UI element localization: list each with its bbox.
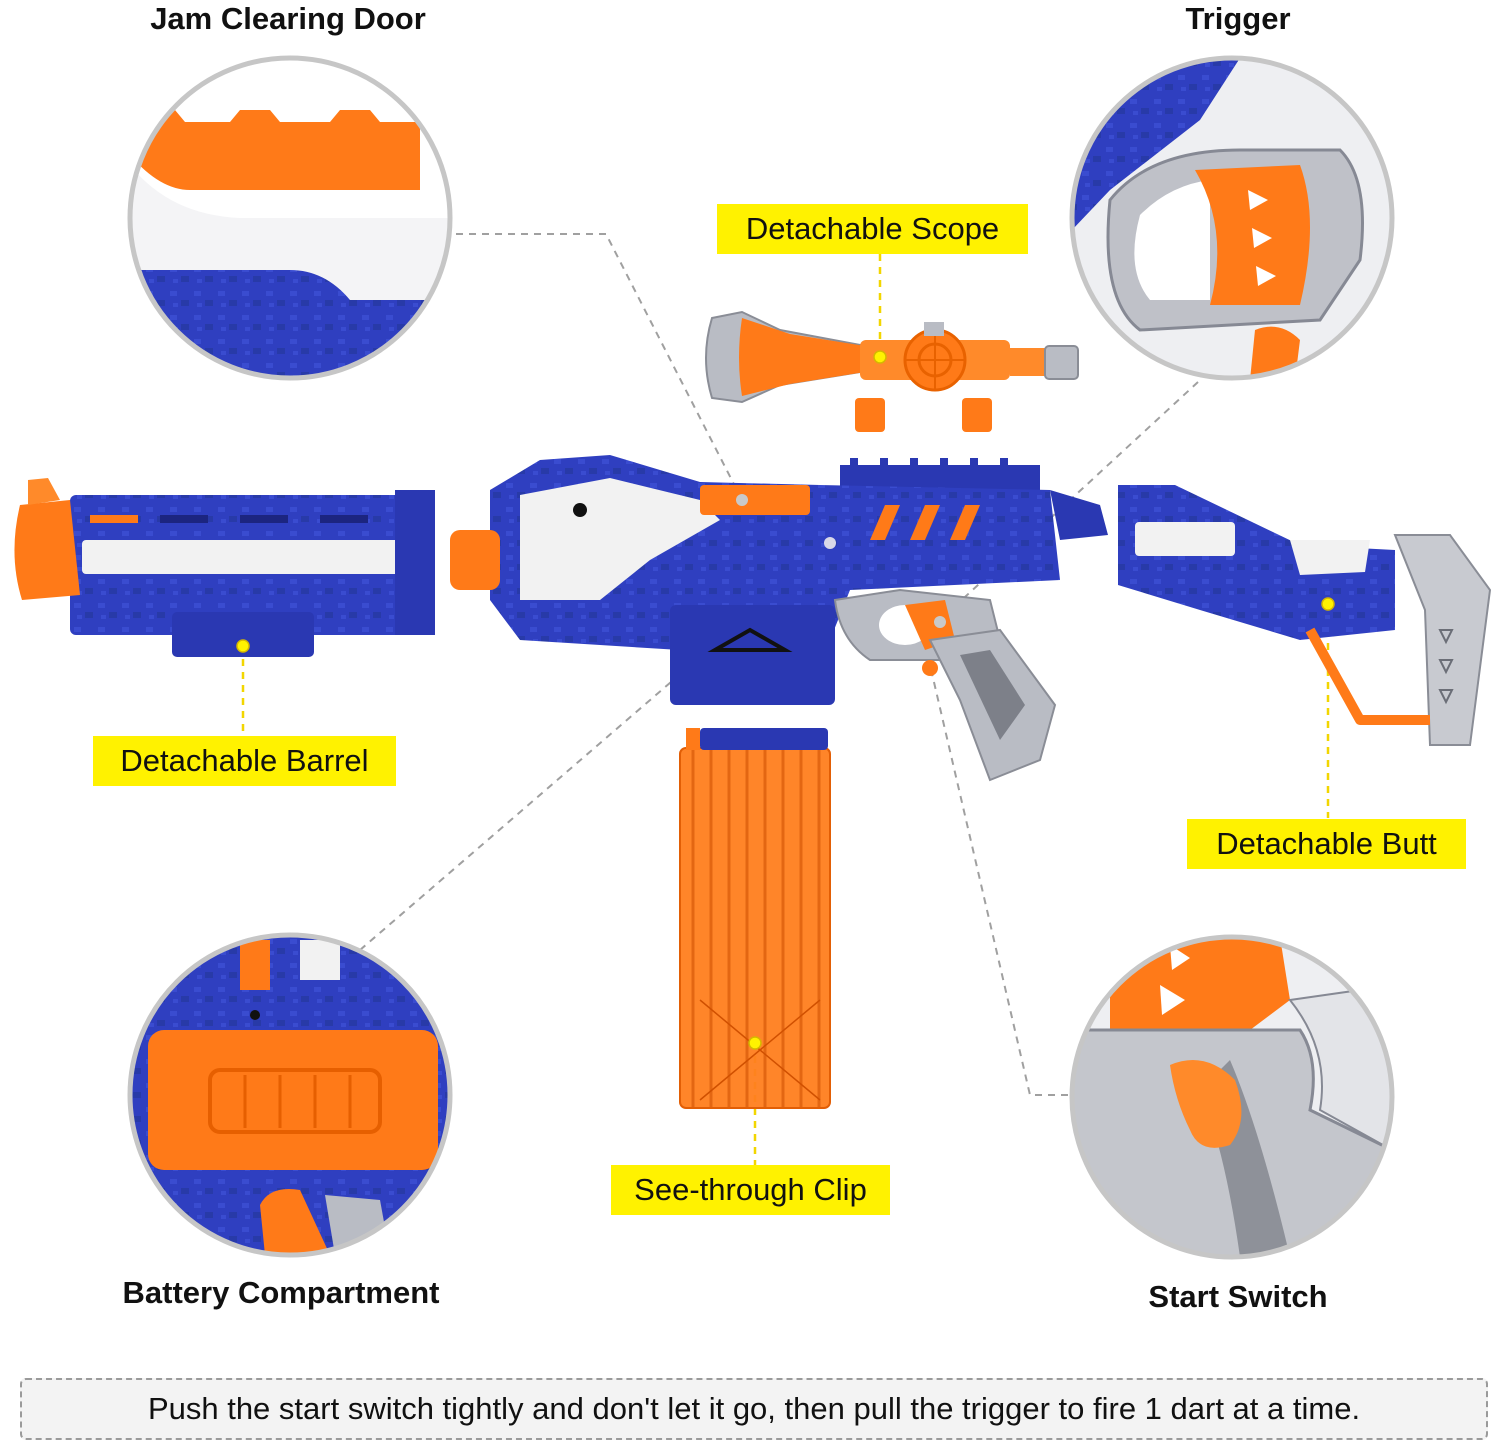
heading-start-switch: Start Switch	[1148, 1279, 1328, 1314]
butt-illustration	[1118, 485, 1492, 746]
barrel-illustration	[14, 478, 435, 657]
tag-detachable-scope: Detachable Scope	[717, 204, 1028, 254]
magnifier-start-switch	[1069, 934, 1395, 1260]
scope-illustration	[705, 310, 1079, 432]
magnifier-jam-door	[127, 55, 453, 381]
tag-see-through-clip: See-through Clip	[611, 1165, 890, 1215]
heading-battery-compartment: Battery Compartment	[122, 1275, 440, 1310]
heading-trigger: Trigger	[1185, 1, 1291, 36]
usage-note: Push the start switch tightly and don't …	[20, 1378, 1488, 1440]
magnifier-battery	[127, 932, 453, 1258]
tag-detachable-barrel: Detachable Barrel	[93, 736, 396, 786]
heading-jam-clearing-door: Jam Clearing Door	[150, 1, 426, 36]
leader-jam-door	[456, 233, 743, 501]
tag-detachable-butt: Detachable Butt	[1187, 819, 1466, 869]
blaster-illustration	[450, 455, 1108, 782]
magnifier-trigger	[1069, 55, 1395, 381]
clip-illustration	[679, 728, 831, 1109]
tag-leaders	[241, 254, 1330, 1165]
